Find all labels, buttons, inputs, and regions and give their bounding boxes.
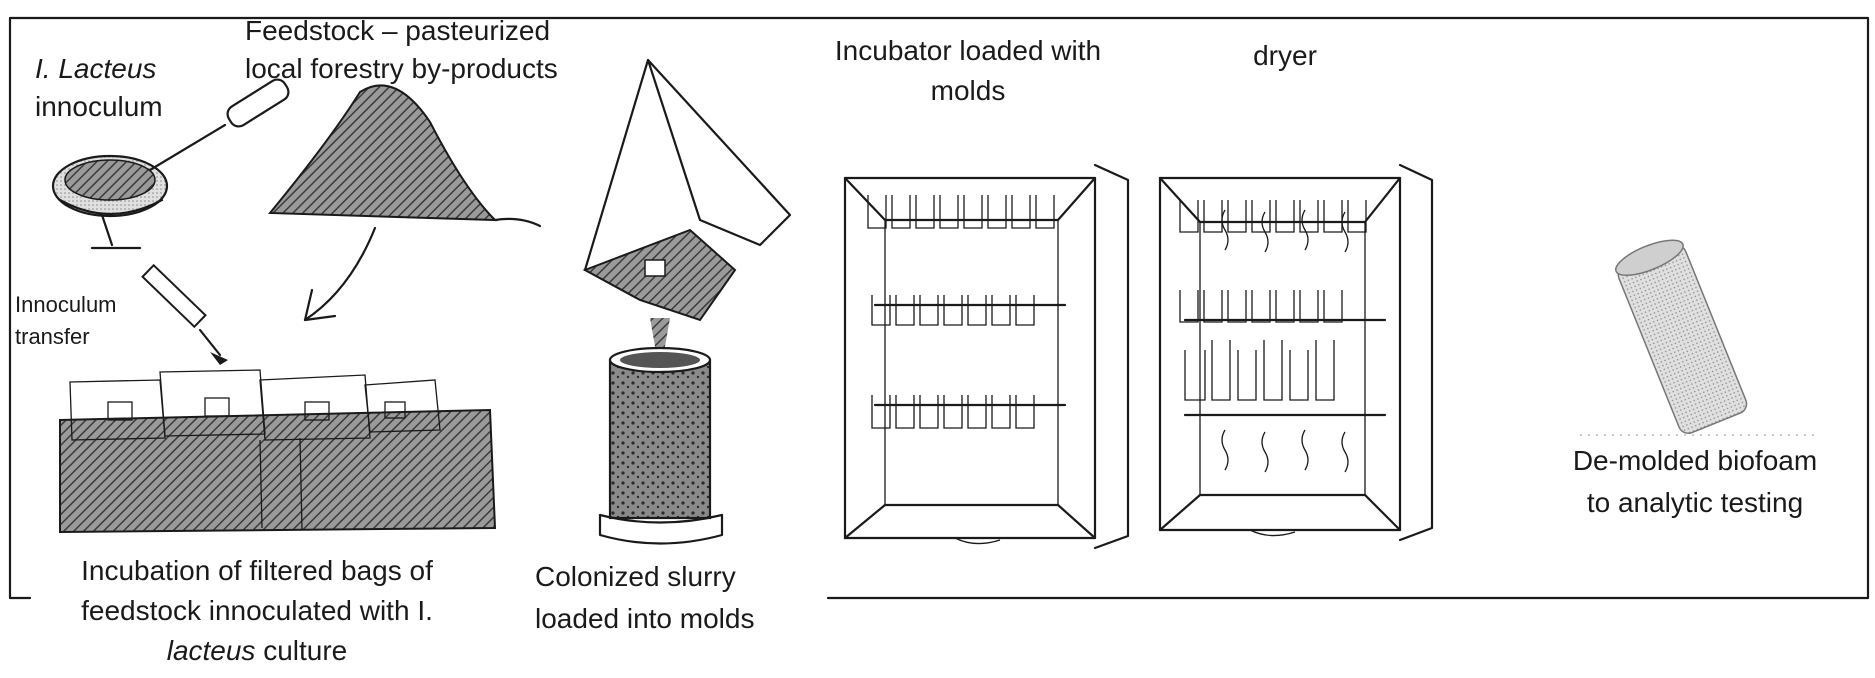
incubation-caption-rest: culture — [255, 635, 347, 666]
inoculum-species-label: I. Lacteus — [35, 53, 156, 84]
mold-cylinder-icon — [598, 346, 724, 545]
incubation-caption-line2: feedstock innoculated with I. — [81, 595, 433, 626]
filtered-bags-icon — [59, 369, 497, 534]
incubator-label-line1: Incubator loaded with — [835, 35, 1101, 66]
incubator-cabinet-icon — [843, 163, 1130, 550]
slurry-caption-line2: loaded into molds — [535, 603, 754, 634]
transfer-label-line1: Innoculum — [15, 292, 117, 317]
dryer-label: dryer — [1253, 40, 1317, 71]
incubator-label-line2: molds — [931, 75, 1006, 106]
incubation-caption-line3: lacteus culture — [167, 635, 348, 666]
dryer-cabinet-icon — [1158, 163, 1434, 542]
feedstock-label-line1: Feedstock – pasteurized — [245, 15, 550, 46]
feedstock-label-line2: local forestry by-products — [245, 53, 558, 84]
incubation-caption-italic: lacteus — [167, 635, 256, 666]
syringe-icon — [90, 213, 228, 365]
curved-arrow-icon — [303, 226, 377, 322]
feedstock-pile-icon — [267, 84, 542, 228]
slurry-caption-line1: Colonized slurry — [535, 561, 736, 592]
demold-caption-line1: De-molded biofoam — [1573, 445, 1817, 476]
pouring-bag-icon — [582, 58, 792, 352]
frame-border — [8, 16, 1870, 600]
petri-dish-icon — [51, 154, 169, 218]
biofoam-cylinder-icon — [1580, 239, 1820, 436]
inoculum-label: innoculum — [35, 91, 163, 122]
transfer-label-line2: transfer — [15, 324, 90, 349]
demold-caption-line2: to analytic testing — [1587, 487, 1803, 518]
incubation-caption-line1: Incubation of filtered bags of — [81, 555, 433, 586]
inoculation-loop-icon — [148, 78, 290, 172]
